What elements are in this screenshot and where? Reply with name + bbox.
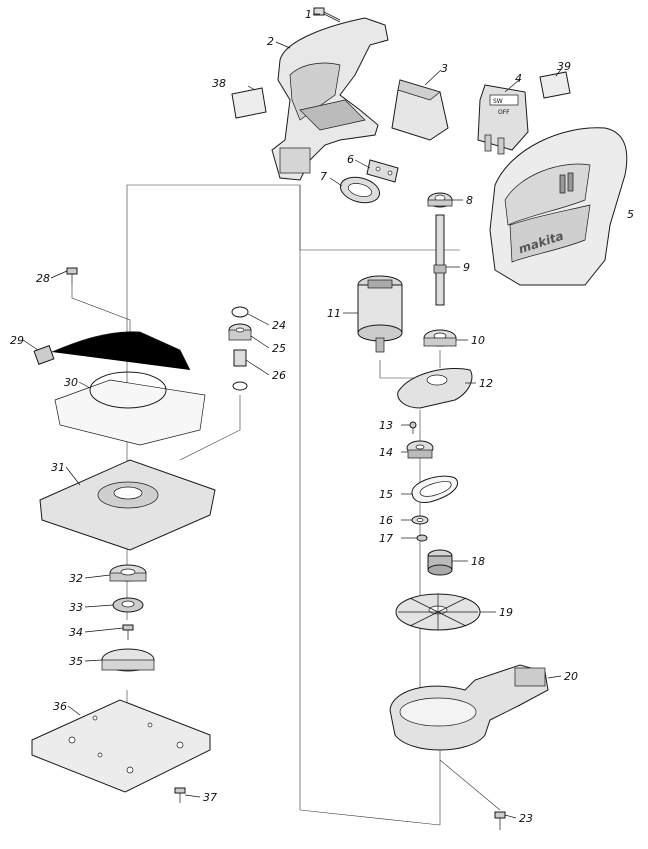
label-part-4: 4 <box>515 72 522 85</box>
label-part-5: 5 <box>627 208 634 221</box>
part-24-o-ring <box>231 306 249 318</box>
label-part-15: 15 <box>379 488 393 501</box>
label-part-11: 11 <box>327 307 341 320</box>
label-part-24: 24 <box>272 319 286 332</box>
label-part-36: 36 <box>53 700 67 713</box>
part-23-screw <box>494 811 506 830</box>
switch-marking-1: SW <box>493 98 503 105</box>
label-part-33: 33 <box>69 601 83 614</box>
part-34-screw <box>122 624 134 640</box>
label-part-18: 18 <box>471 555 485 568</box>
label-part-38: 38 <box>212 77 226 90</box>
label-part-28: 28 <box>36 272 50 285</box>
label-part-34: 34 <box>69 626 83 639</box>
part-39-label <box>539 71 571 99</box>
part-20-base-housing <box>389 664 549 751</box>
label-part-19: 19 <box>499 606 513 619</box>
part-number-labels: 1 2 3 4 39 38 6 7 5 8 9 10 11 12 13 14 1… <box>10 8 634 825</box>
label-part-8: 8 <box>466 194 473 207</box>
label-part-10: 10 <box>471 334 485 347</box>
part-29-connector <box>33 331 191 371</box>
part-26-bushing <box>232 349 248 391</box>
label-part-12: 12 <box>479 377 493 390</box>
label-part-6: 6 <box>347 153 354 166</box>
label-part-17: 17 <box>379 532 393 545</box>
label-part-26: 26 <box>272 369 286 382</box>
part-31-base-plate <box>39 459 216 551</box>
part-36-sanding-plate <box>31 699 211 793</box>
label-part-37: 37 <box>203 791 217 804</box>
part-18-pulley <box>427 549 453 576</box>
label-part-9: 9 <box>463 261 470 274</box>
part-28-screw <box>66 267 78 285</box>
label-part-20: 20 <box>564 670 578 683</box>
label-part-31: 31 <box>51 461 65 474</box>
part-25-spacer <box>228 323 252 341</box>
part-3-block <box>391 79 449 141</box>
part-15-belt <box>411 475 459 503</box>
part-33-counterweight <box>112 597 144 613</box>
part-2-housing-half <box>271 17 389 181</box>
part-13-screw <box>409 421 417 434</box>
part-14-gear <box>406 440 434 459</box>
part-16-washer <box>411 515 429 525</box>
label-part-32: 32 <box>69 572 83 585</box>
part-9-shaft <box>433 214 447 306</box>
part-8-bearing <box>427 192 453 208</box>
label-part-7: 7 <box>320 170 327 183</box>
part-35-pad <box>101 648 155 672</box>
switch-marking-2: OFF <box>498 109 510 116</box>
part-38-label <box>231 87 267 119</box>
label-part-2: 2 <box>267 35 274 48</box>
part-7-cap <box>339 176 381 204</box>
label-part-25: 25 <box>272 342 286 355</box>
part-19-fan <box>395 593 481 631</box>
label-part-14: 14 <box>379 446 393 459</box>
label-part-1: 1 <box>305 8 312 21</box>
part-30-pad-frame <box>54 371 206 446</box>
label-part-23: 23 <box>519 812 533 825</box>
label-part-16: 16 <box>379 514 393 527</box>
part-10-bearing <box>423 329 457 347</box>
label-part-30: 30 <box>64 376 78 389</box>
part-37-screw <box>174 787 186 803</box>
part-17-clip <box>416 534 428 542</box>
leader-lines <box>22 13 563 819</box>
part-32-bearing <box>109 564 147 582</box>
part-1-screw <box>313 7 341 23</box>
label-part-29: 29 <box>10 334 24 347</box>
part-11-motor <box>357 275 403 353</box>
part-5-housing-cover: makita <box>489 127 628 286</box>
part-12-bracket <box>397 367 473 409</box>
part-4-switch: SW OFF <box>477 84 529 155</box>
label-part-35: 35 <box>69 655 83 668</box>
label-part-39: 39 <box>557 60 571 73</box>
part-6-plate <box>366 159 399 183</box>
label-part-13: 13 <box>379 419 393 432</box>
label-part-3: 3 <box>441 62 448 75</box>
